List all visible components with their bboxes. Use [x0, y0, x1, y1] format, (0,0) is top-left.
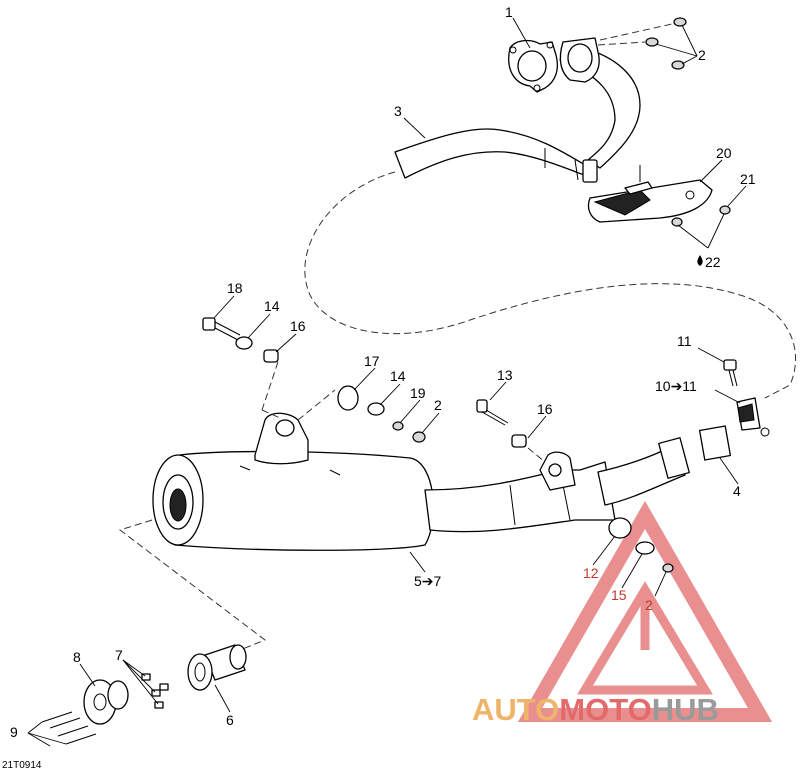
callout-19: 19	[410, 385, 426, 401]
callout-16b: 16	[537, 401, 553, 417]
watermark-wordmark: AUTOMOTOHUB	[472, 692, 719, 727]
callout-1: 1	[505, 4, 513, 20]
callout-18: 18	[227, 280, 243, 296]
shield-screw	[719, 205, 731, 215]
assembly-line	[118, 519, 267, 651]
assembly-link-loop	[304, 171, 797, 399]
spacer-sleeve	[263, 349, 279, 363]
callout-14: 14	[264, 298, 280, 314]
callout-12: 12	[583, 565, 599, 581]
callout-2b: 2	[434, 397, 442, 413]
muffler	[152, 412, 616, 551]
callout-3: 3	[394, 103, 402, 119]
svg-text:AUTOMOTOHUB: AUTOMOTOHUB	[472, 692, 719, 727]
assembly-line	[527, 447, 546, 463]
bushing	[392, 421, 404, 431]
callout-15: 15	[611, 587, 627, 603]
callout-7: 7	[115, 647, 123, 663]
callout-20: 20	[716, 145, 732, 161]
callout-11: 11	[677, 333, 692, 349]
callout-6: 6	[226, 712, 234, 728]
callout-9: 9	[10, 724, 18, 740]
callout-8: 8	[73, 649, 81, 665]
header-pipe	[394, 49, 641, 183]
mount-bolt	[202, 317, 241, 341]
leader-lines	[27, 17, 747, 747]
clamp-bolt	[723, 359, 738, 387]
wordmark-auto: AUTO	[472, 692, 559, 727]
nut	[412, 431, 426, 443]
wordmark-hub: HUB	[652, 692, 719, 727]
callout-5-7: 5➔7	[414, 573, 442, 589]
lubricant-drop-icon	[697, 255, 703, 266]
grommet	[337, 385, 359, 411]
grommet-lower	[608, 517, 632, 539]
shield-screw	[671, 217, 683, 227]
diagram-code: 21T0914	[2, 760, 42, 771]
assembly-line	[297, 389, 336, 421]
washer	[235, 336, 253, 350]
long-bolt	[476, 399, 509, 426]
callout-14b: 14	[390, 368, 406, 384]
callout-2: 2	[698, 47, 706, 63]
callout-16: 16	[290, 318, 306, 334]
wordmark-moto: MOTO	[559, 692, 651, 727]
long-screws	[41, 711, 97, 745]
exhaust-flange	[508, 39, 559, 93]
flange-nuts	[597, 17, 687, 70]
callout-13: 13	[497, 367, 513, 383]
assembly-line	[261, 361, 279, 411]
washer-lower	[635, 541, 655, 555]
assembly-line	[261, 409, 281, 419]
washer	[367, 402, 385, 416]
small-screws	[141, 673, 169, 709]
pipe-flange-upper	[559, 37, 600, 83]
callout-21: 21	[740, 171, 756, 187]
spacer-sleeve	[511, 434, 527, 448]
nut-lower	[662, 563, 674, 573]
callout-2c: 2	[645, 597, 653, 613]
heat-shield	[587, 165, 713, 223]
callout-22: 22	[705, 254, 721, 270]
callout-10-11: 10➔11	[655, 378, 697, 394]
watermark-logo	[517, 500, 773, 722]
tail-pipe	[187, 644, 247, 691]
end-cap	[83, 679, 129, 725]
pipe-clamp	[736, 397, 770, 437]
mid-pipe	[597, 425, 732, 506]
callout-4: 4	[733, 483, 741, 499]
callout-17: 17	[364, 353, 380, 369]
